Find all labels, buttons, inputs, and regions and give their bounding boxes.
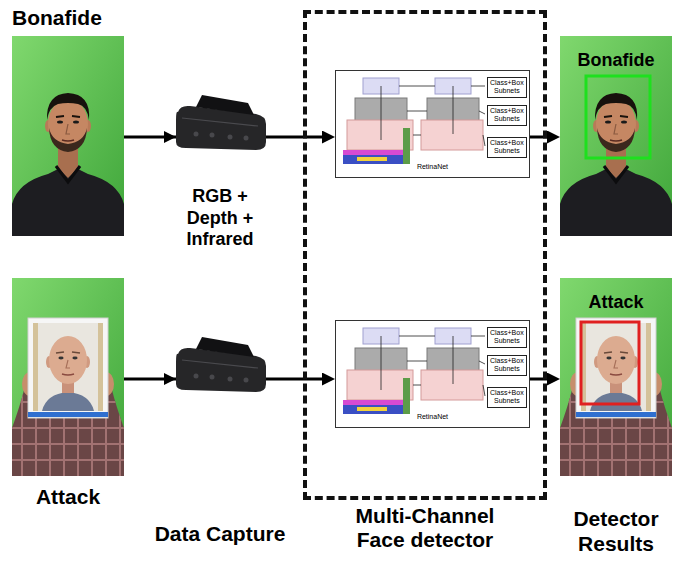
network-figure: [343, 78, 485, 164]
subnet-label: Class+Box Subnets: [490, 107, 524, 123]
result-label: Bonafide: [560, 50, 672, 72]
subnet-label: Class+Box Subnets: [490, 357, 524, 373]
input-photo: [12, 278, 124, 476]
network-box: RetinaNetClass+Box SubnetsClass+Box Subn…: [335, 320, 530, 428]
result-photo: [560, 278, 672, 476]
column-title: Detector Results: [573, 506, 658, 556]
result-photo: [560, 36, 672, 236]
class-label: Bonafide: [12, 5, 124, 30]
bonafide-box: [586, 76, 650, 158]
camera: [164, 95, 266, 150]
subnet-box: Class+Box Subnets: [487, 387, 527, 408]
connector-group: [124, 137, 555, 379]
channel-label-slot: RGB + Depth + Infrared: [186, 186, 253, 251]
input-photo: [12, 36, 124, 236]
network-box: RetinaNetClass+Box SubnetsClass+Box Subn…: [335, 70, 530, 178]
subnet-box: Class+Box Subnets: [487, 137, 527, 158]
network-figure: [343, 328, 485, 414]
detector-region: Multi-Channel Face detectorRetinaNetClas…: [303, 10, 547, 500]
input-photo: Attack: [12, 278, 124, 476]
subnet-label: Class+Box Subnets: [490, 329, 524, 345]
result-photo: Bonafide: [560, 36, 672, 236]
column-title-slot: Data Capture: [155, 521, 286, 546]
input-photo: Bonafide: [12, 36, 124, 236]
subnet-label: Class+Box Subnets: [490, 139, 524, 155]
subnet-box: Class+Box Subnets: [487, 105, 527, 126]
subnet-box: Class+Box Subnets: [487, 327, 527, 348]
class-label: Attack: [12, 484, 124, 509]
result-photo: Attack: [560, 278, 672, 476]
camera: [164, 337, 266, 392]
flow-arrow: [530, 378, 555, 381]
network-name: RetinaNet: [336, 163, 529, 171]
subnet-label: Class+Box Subnets: [490, 79, 524, 95]
flow-arrow: [530, 136, 555, 139]
subnet-label: Class+Box Subnets: [490, 389, 524, 405]
subnet-box: Class+Box Subnets: [487, 77, 527, 98]
column-title: Data Capture: [155, 521, 286, 546]
section-title: Multi-Channel Face detector: [340, 504, 510, 552]
network-name: RetinaNet: [336, 413, 529, 421]
channel-label: RGB + Depth + Infrared: [186, 186, 253, 251]
subnet-box: Class+Box Subnets: [487, 355, 527, 376]
attack-box: [581, 322, 639, 404]
column-title-slot: Detector Results: [573, 506, 658, 556]
result-label: Attack: [560, 292, 672, 314]
